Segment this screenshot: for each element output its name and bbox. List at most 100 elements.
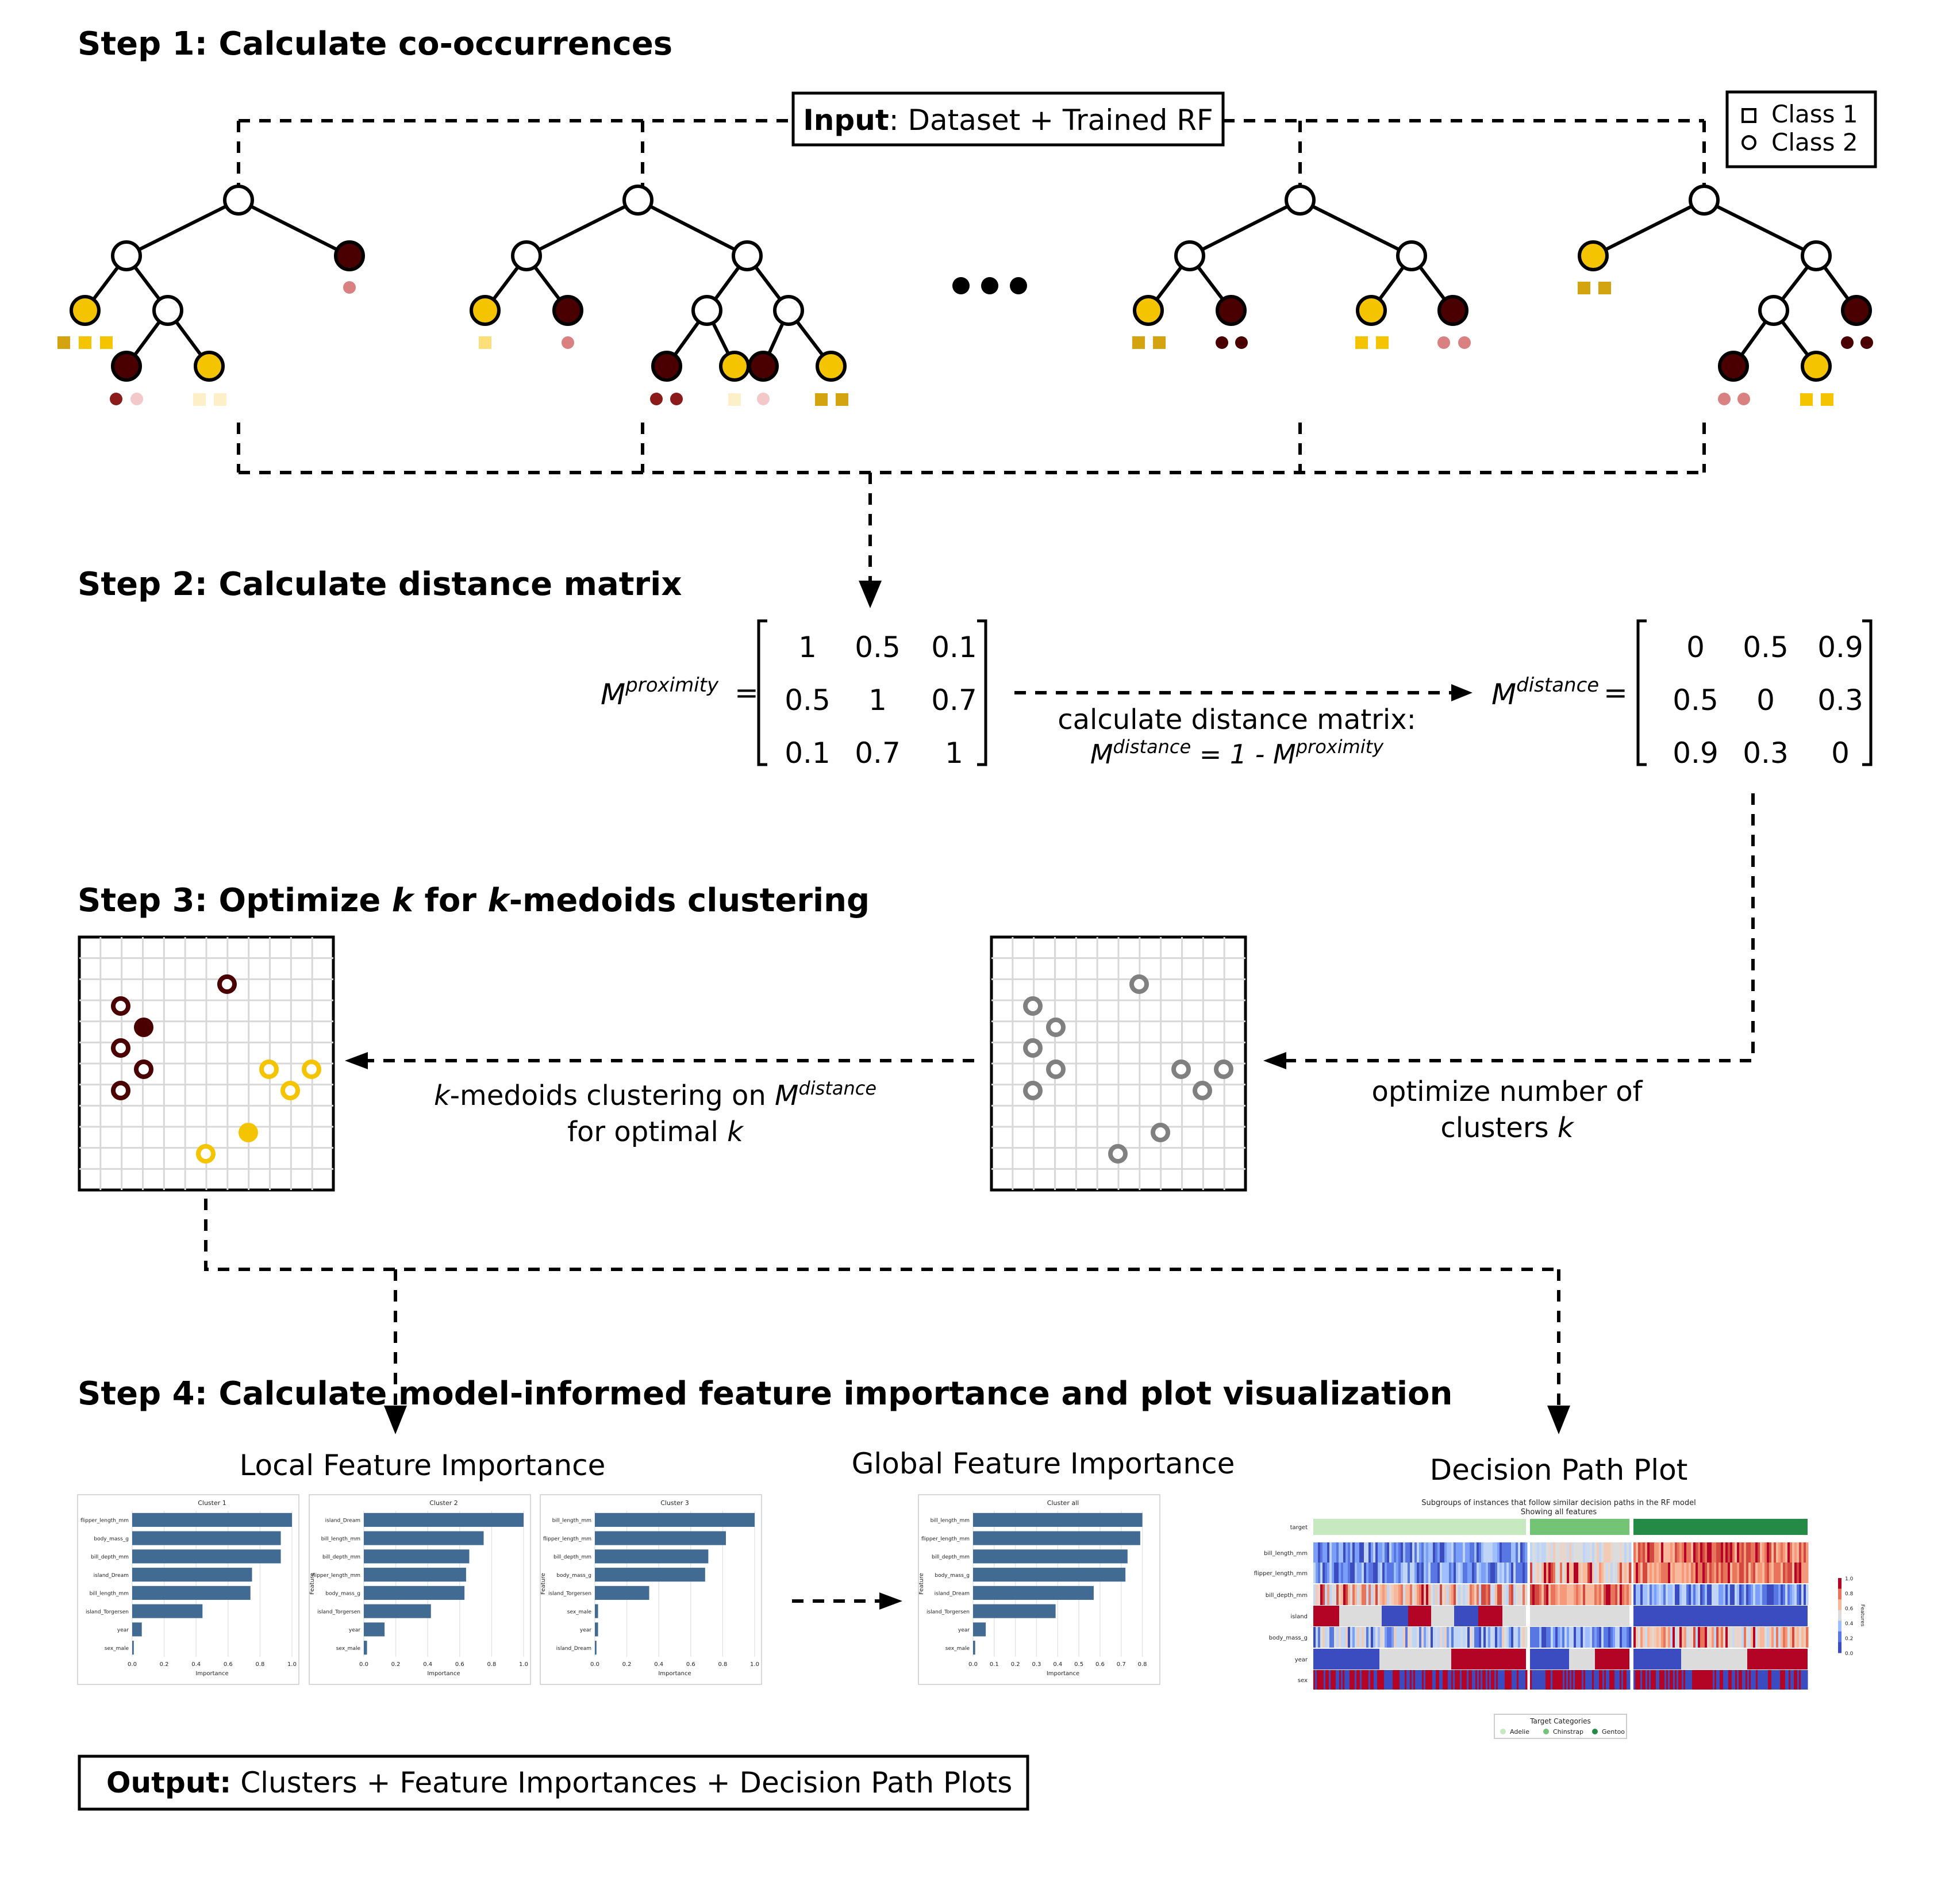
data-point	[1108, 1144, 1128, 1164]
y-tick-label: year	[580, 1627, 591, 1633]
x-tick-label: 0.3	[1032, 1661, 1041, 1668]
data-point	[1023, 1038, 1043, 1058]
y-tick-label: island_Dream	[325, 1518, 360, 1524]
input-label: Input: Dataset + Trained RF	[803, 103, 1213, 137]
y-tick-label: sex_male	[567, 1609, 592, 1615]
local-to-global-arrow	[792, 1592, 902, 1610]
data-points	[1023, 974, 1233, 1164]
data-point	[1171, 1060, 1191, 1079]
svg-text:=: =	[735, 676, 759, 709]
y-tick-label: bill_depth_mm	[91, 1554, 129, 1560]
x-tick-label: 0.2	[622, 1661, 632, 1668]
arrow-left-icon	[1263, 1052, 1286, 1069]
step-2-title: Step 2: Calculate distance matrix	[78, 566, 682, 603]
trees-connector-bottom	[237, 423, 1706, 608]
y-tick-label: island_Dream	[556, 1646, 591, 1652]
distance-caption-1: calculate distance matrix:	[1058, 704, 1416, 736]
matrix-cell: 0.3	[1817, 684, 1863, 717]
x-tick-label: 0.0	[590, 1661, 599, 1668]
x-axis-label: Importance	[195, 1671, 228, 1677]
optimize-caption-2: clusters k	[1440, 1112, 1575, 1144]
chart-title: Cluster 3	[660, 1499, 689, 1507]
bar	[364, 1622, 385, 1637]
x-tick-label: 0.8	[1138, 1661, 1147, 1668]
x-tick-label: 0.5	[1074, 1661, 1083, 1668]
x-tick-label: 0.4	[423, 1661, 432, 1668]
matrix-cell: 0.3	[1743, 736, 1789, 770]
x-tick-label: 1.0	[750, 1661, 759, 1668]
bar	[364, 1549, 470, 1564]
y-tick-label: island_Torgersen	[317, 1609, 360, 1615]
distance-arrow: calculate distance matrix: Mdistance = 1…	[1014, 684, 1473, 770]
dpp-row-label: year	[1295, 1657, 1308, 1663]
data-point	[1151, 1123, 1170, 1142]
svg-text:Showing all features: Showing all features	[1521, 1508, 1597, 1517]
y-tick-label: flipper_length_mm	[921, 1536, 970, 1542]
data-point	[1046, 1060, 1066, 1079]
cluster-point	[280, 1081, 300, 1100]
distance-caption-2: Mdistance = 1 - Mproximity	[1090, 736, 1384, 770]
y-tick-label: flipper_length_mm	[80, 1518, 129, 1524]
dpp-row-label: bill_length_mm	[1264, 1550, 1308, 1557]
dpp-row-label: flipper_length_mm	[1254, 1571, 1308, 1577]
bar	[595, 1513, 755, 1527]
y-tick-label: island_Torgersen	[926, 1609, 970, 1615]
bar	[364, 1641, 367, 1655]
matrix-cell: 1	[945, 736, 963, 770]
y-tick-label: bill_depth_mm	[322, 1554, 360, 1560]
cbar-tick: 0.4	[1845, 1621, 1854, 1627]
y-tick-label: bill_length_mm	[321, 1536, 360, 1542]
x-tick-label: 1.0	[519, 1661, 528, 1668]
y-tick-label: sex_male	[105, 1646, 129, 1652]
square-icon	[1741, 108, 1756, 123]
cluster-point	[111, 996, 130, 1016]
chart-title: Cluster 1	[198, 1499, 226, 1507]
matrix-cell: 1	[868, 684, 887, 717]
matrix-cell: 0.5	[1673, 684, 1719, 717]
cluster-point	[111, 1038, 130, 1058]
cbar-tick: 0.2	[1845, 1636, 1853, 1642]
bar	[595, 1549, 709, 1564]
x-tick-label: 0.2	[160, 1661, 169, 1668]
y-tick-label: bill_depth_mm	[553, 1554, 591, 1560]
input-connector-top	[237, 119, 1706, 193]
medoid-point	[134, 1018, 153, 1037]
y-tick-label: island_Torgersen	[86, 1609, 129, 1615]
x-tick-label: 0.8	[255, 1661, 264, 1668]
kmedoids-arrow: k-medoids clustering on Mdistance for op…	[345, 1052, 974, 1148]
clustered-scatter	[78, 935, 335, 1192]
y-tick-label: island_Dream	[935, 1591, 970, 1597]
matrix-to-cluster-connector	[1263, 793, 1755, 1069]
svg-text:Mproximity: Mproximity	[601, 674, 719, 711]
tree-3	[1132, 185, 1471, 349]
cbar-tick: 0.6	[1845, 1606, 1854, 1612]
dpp-title: Decision Path Plot	[1430, 1453, 1688, 1487]
svg-text:Target Categories: Target Categories	[1529, 1717, 1591, 1725]
step-3-title: Step 3: Optimize k for k-medoids cluster…	[78, 882, 870, 919]
matrix-cell: 0.9	[1817, 631, 1863, 664]
y-tick-label: year	[117, 1627, 129, 1633]
cluster-to-output-connector	[204, 1199, 1570, 1434]
svg-text:Gentoo: Gentoo	[1602, 1728, 1625, 1736]
x-tick-label: 0.1	[990, 1661, 999, 1668]
bar	[595, 1641, 597, 1655]
bar	[132, 1531, 281, 1545]
x-axis-label: Importance	[427, 1671, 460, 1677]
bar	[132, 1568, 252, 1582]
data-point	[1023, 1081, 1043, 1100]
more-trees-ellipsis	[952, 277, 1027, 294]
cbar-tick: 0.8	[1845, 1591, 1854, 1597]
y-tick-label: year	[958, 1627, 970, 1633]
x-tick-label: 0.4	[1053, 1661, 1062, 1668]
bar	[364, 1568, 466, 1582]
svg-text:Adelie: Adelie	[1510, 1728, 1529, 1736]
dpp-row-label: target	[1290, 1525, 1308, 1531]
bar	[364, 1586, 465, 1600]
output-label: Output: Clusters + Feature Importances +…	[106, 1766, 1012, 1799]
optimize-caption-1: optimize number of	[1372, 1076, 1643, 1108]
cluster-points	[111, 974, 321, 1164]
x-tick-label: 0.6	[1095, 1661, 1105, 1668]
